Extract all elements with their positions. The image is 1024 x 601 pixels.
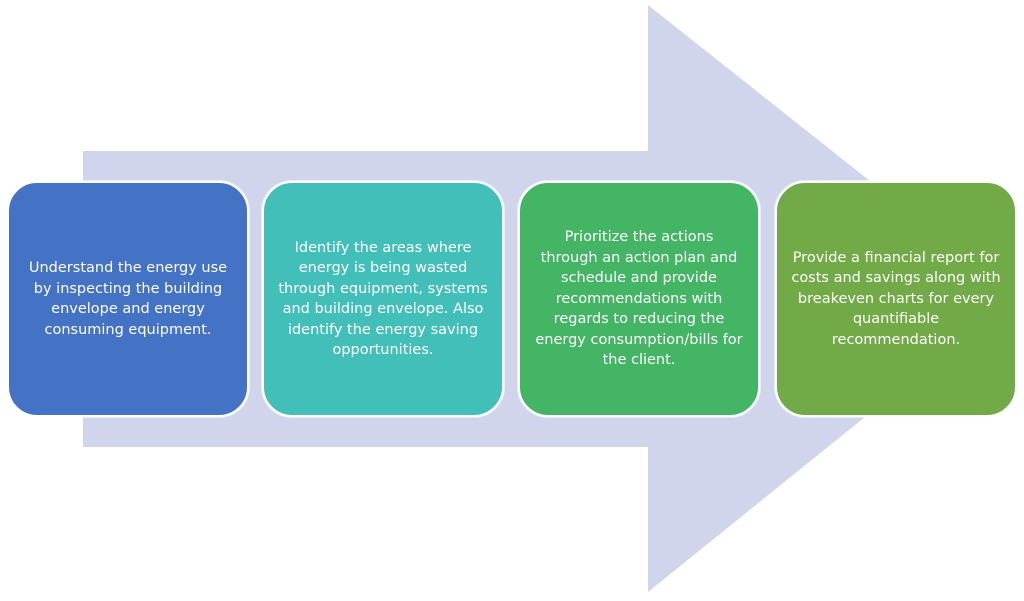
step-box-2: Identify the areas where energy is being… bbox=[262, 181, 504, 417]
step-4-text: Provide a financial report for costs and… bbox=[791, 249, 1001, 348]
step-box-1: Understand the energy use by inspecting … bbox=[7, 181, 249, 417]
step-box-4: Provide a financial report for costs and… bbox=[775, 181, 1017, 417]
step-box-3: Prioritize the actions through an action… bbox=[518, 181, 760, 417]
step-1-text: Understand the energy use by inspecting … bbox=[28, 260, 228, 338]
step-2-text: Identify the areas where energy is being… bbox=[278, 239, 488, 359]
step-3-text: Prioritize the actions through an action… bbox=[535, 229, 743, 369]
